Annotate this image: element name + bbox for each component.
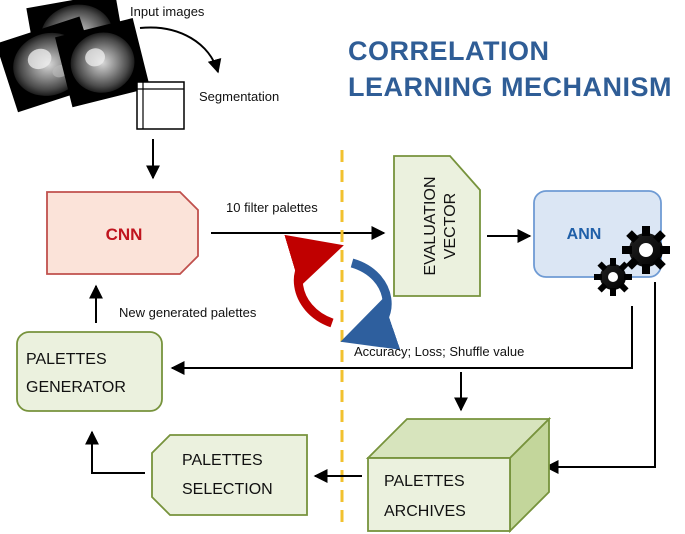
palettes-generator-line-1: PALETTES <box>26 351 107 368</box>
title-line-2: LEARNING MECHANISM <box>348 72 672 102</box>
brain-mri-images <box>0 0 151 113</box>
palettes-generator-box <box>16 331 163 412</box>
segmentation-label: Segmentation <box>199 89 279 104</box>
segmentation-grid-icon <box>136 81 185 130</box>
gears-icon <box>594 226 670 296</box>
input-to-segmentation-arrow <box>139 26 222 74</box>
filter-palettes-label: 10 filter palettes <box>226 200 318 215</box>
cycle-red-arrow <box>284 234 344 328</box>
cycle-blue-arrow <box>340 258 401 350</box>
selection-to-generator-arrow <box>85 430 145 474</box>
palettes-archives-line-1: PALETTES <box>384 473 465 490</box>
ann-to-archives-arrow <box>544 282 656 474</box>
evaluation-vector-line-2: VECTOR <box>442 193 459 259</box>
evaluation-vector-line-1: EVALUATION <box>422 177 439 276</box>
ann-label: ANN <box>567 226 602 243</box>
palettes-selection-line-1: PALETTES <box>182 452 263 469</box>
ann-to-generator-arrow <box>170 306 633 375</box>
input-images-label: Input images <box>130 4 205 19</box>
palettes-generator-line-2: GENERATOR <box>26 379 126 396</box>
metrics-label: Accuracy; Loss; Shuffle value <box>354 344 524 359</box>
cnn-label: CNN <box>106 225 143 244</box>
cnn-box <box>46 191 199 275</box>
title-line-1: CORRELATION <box>348 36 550 66</box>
palettes-archives-line-2: ARCHIVES <box>384 503 466 520</box>
palettes-archives-box <box>365 416 552 534</box>
new-palettes-label: New generated palettes <box>119 305 257 320</box>
palettes-selection-box <box>151 434 308 516</box>
palettes-selection-line-2: SELECTION <box>182 481 273 498</box>
evaluation-vector-box <box>393 155 481 297</box>
